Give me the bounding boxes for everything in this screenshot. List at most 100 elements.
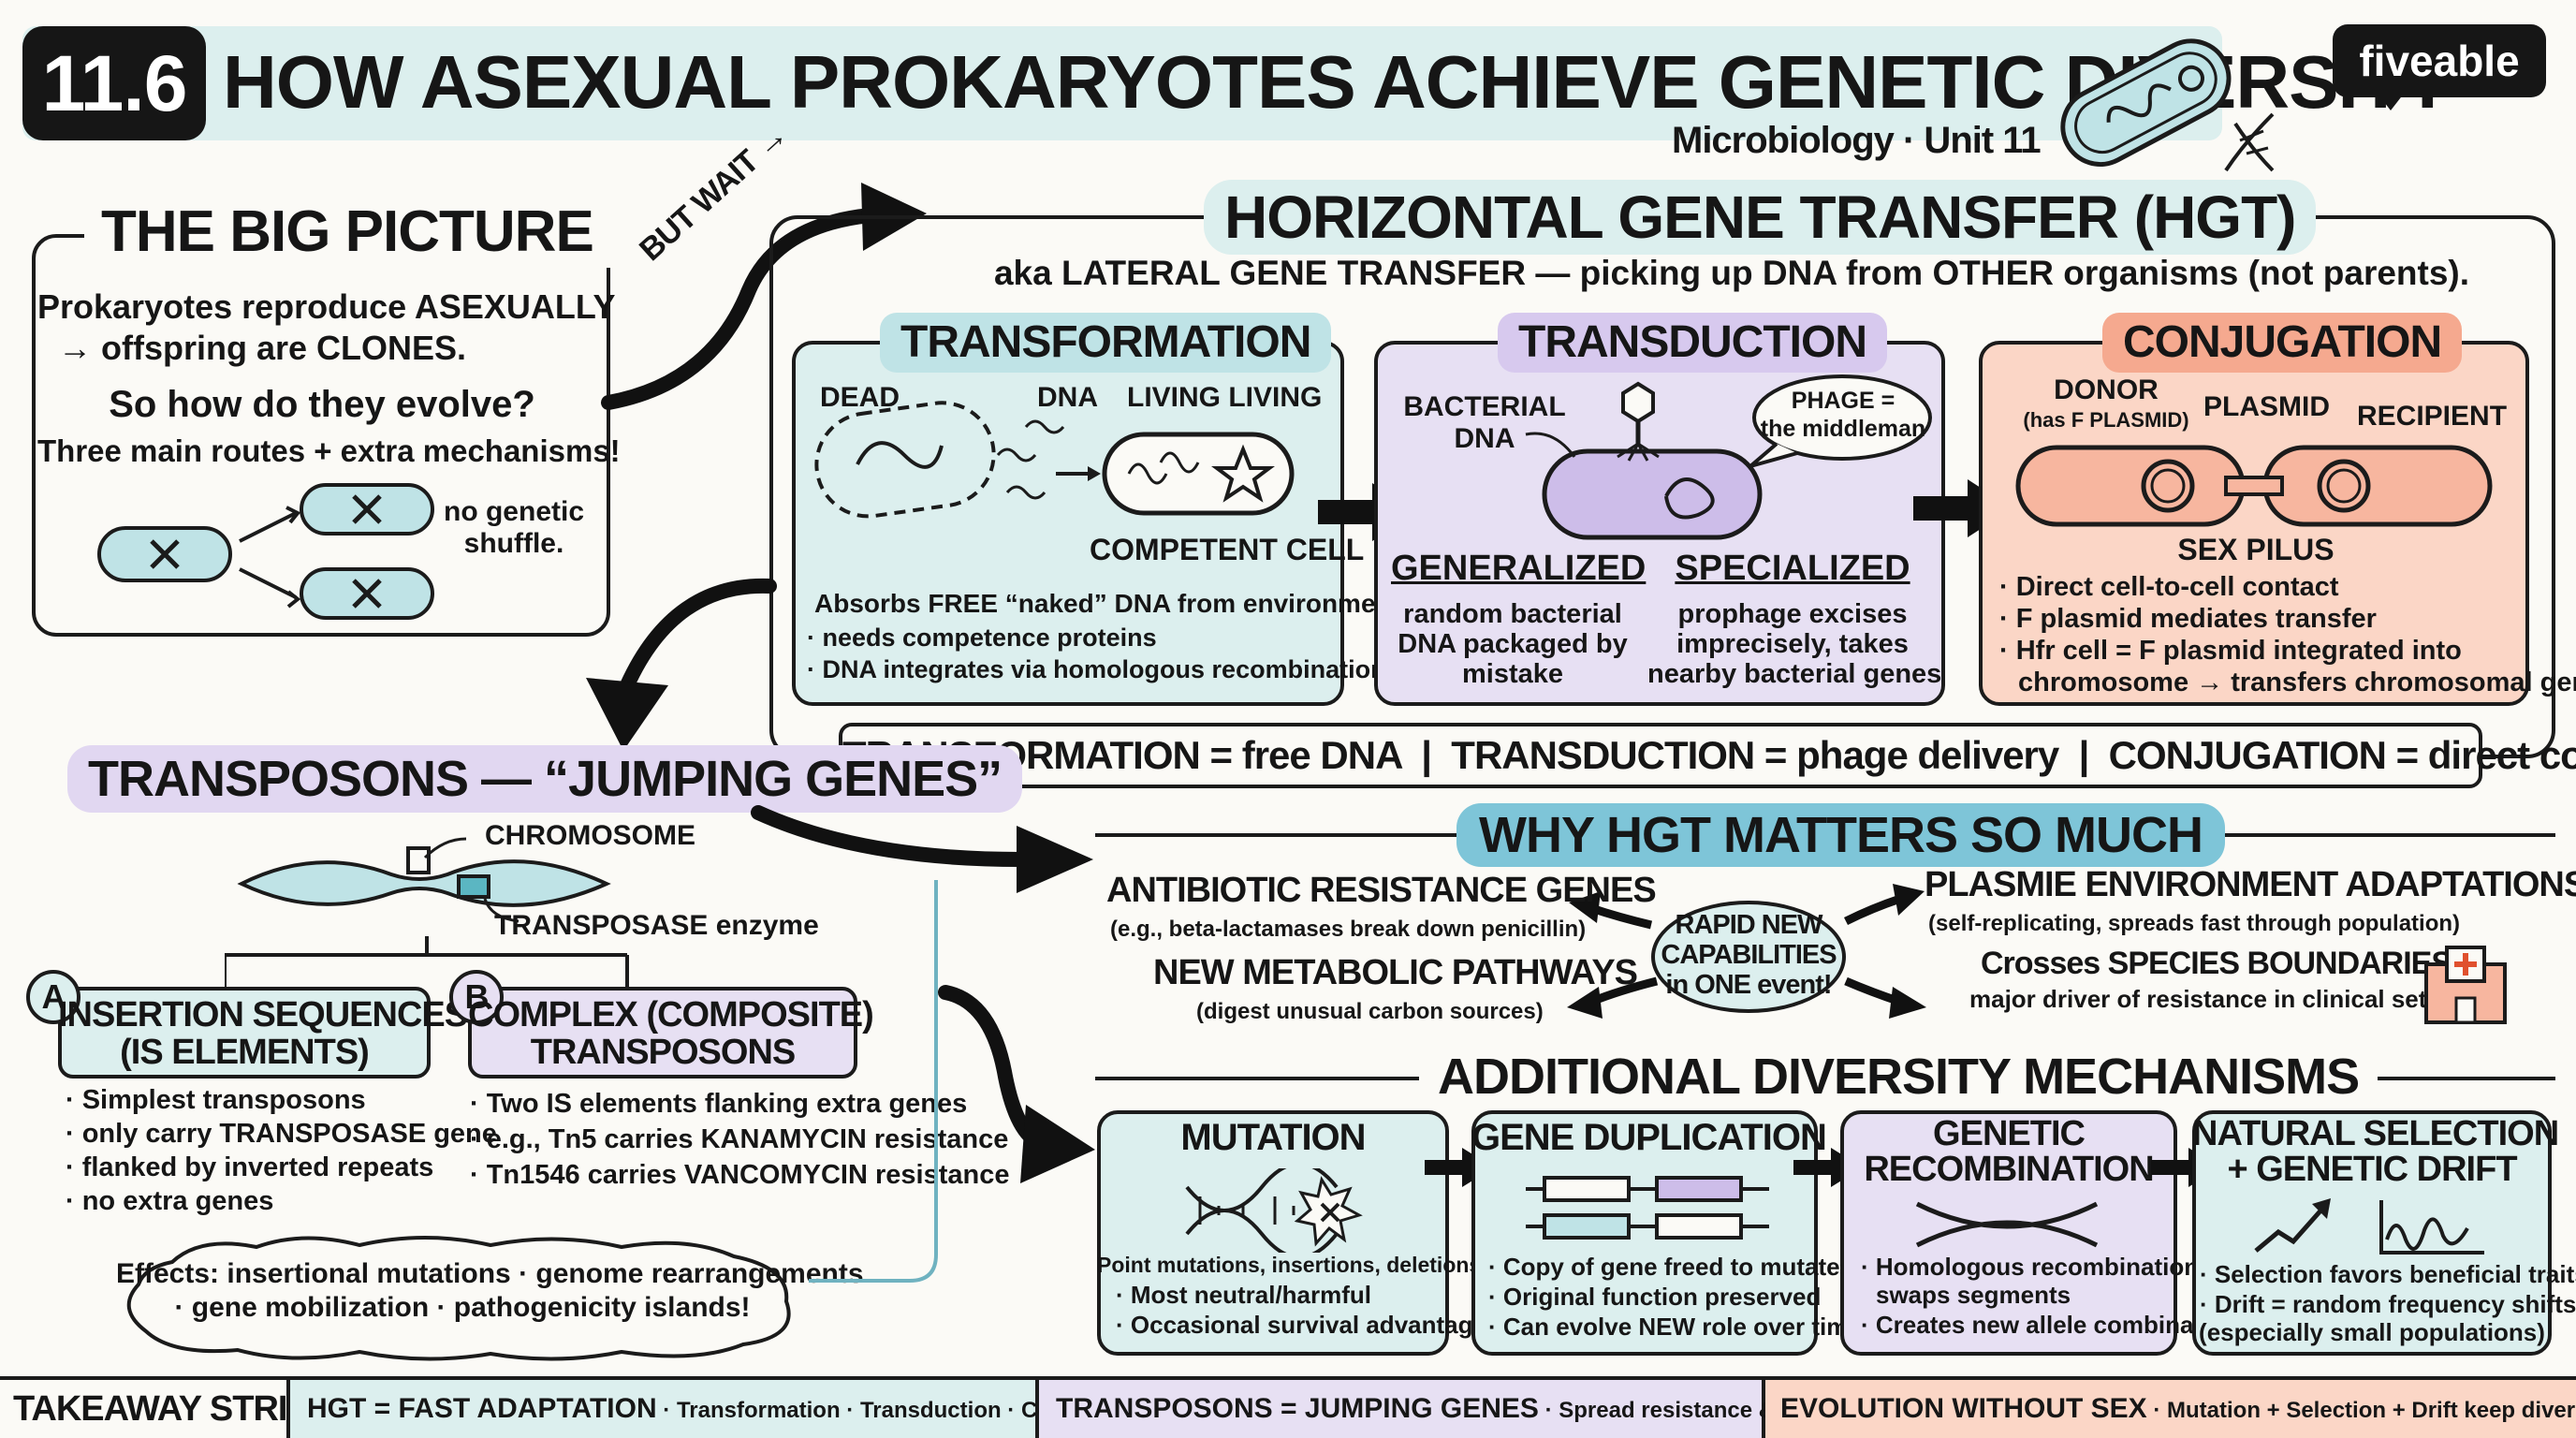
big-picture-line1: Prokaryotes reproduce ASEXUALLY [37, 287, 616, 326]
transformation-bullet-1: · needs competence proteins [807, 624, 1157, 652]
label-bacterial-dna: DNA [1454, 423, 1515, 454]
label-donor: DONOR [2054, 374, 2159, 405]
selection-bullet-3: (especially small populations) [2199, 1318, 2545, 1346]
mutation-bullet-2: · Occasional survival advantage [1116, 1311, 1486, 1339]
composite-bullet-2: · e.g., Tn5 carries KANAMYCIN resistance [470, 1124, 1009, 1154]
label-bacterial: BACTERIAL [1403, 391, 1566, 422]
composite-letter: B [449, 970, 504, 1024]
chromosome-diagram [237, 837, 611, 923]
hospital-icon [2424, 946, 2507, 1024]
bubble-line2: the middleman [1760, 416, 1926, 442]
why-antibiotic-sub: (e.g., beta-lactamases break down penici… [1110, 917, 1587, 942]
selection-title-2: + GENETIC DRIFT [2227, 1150, 2517, 1189]
effects-cloud [126, 1236, 791, 1361]
duplication-card [1471, 1110, 1818, 1356]
arrow-to-additional [938, 985, 1095, 1183]
label-sex-pilus: SEX PILUS [2177, 533, 2334, 566]
why-metabolic-title: NEW METABOLIC PATHWAYS [1153, 953, 1638, 992]
gene-duplication-icon [1526, 1176, 1769, 1240]
is-elements-title-1: INSERTION SEQUENCES [58, 995, 468, 1034]
label-dead: DEAD [820, 382, 900, 413]
why-center-2: CAPABILITIES [1661, 940, 1837, 970]
big-picture-question: So how do they evolve? [109, 384, 535, 425]
mutation-card [1097, 1110, 1449, 1356]
transduction-title: TRANSDUCTION [1498, 313, 1887, 373]
page-subtitle: Microbiology · Unit 11 [1672, 120, 2042, 161]
selection-bullet-2: · Drift = random frequency shifts [2200, 1290, 2576, 1318]
mutation-line1: Point mutations, insertions, deletions [1097, 1253, 1482, 1277]
big-picture-title: THE BIG PICTURE [84, 197, 610, 268]
takeaway-3-bold: EVOLUTION WITHOUT SEX [1780, 1393, 2147, 1424]
why-species-title: Crosses SPECIES BOUNDARIES → [1981, 946, 2491, 981]
specialized-title: SPECIALIZED [1675, 549, 1910, 588]
big-picture-line4: Three main routes + extra mechanisms! [37, 433, 621, 468]
conjugation-bullet-3: · Hfr cell = F plasmid integrated into [1999, 636, 2462, 666]
mutation-bullet-1: · Most neutral/harmful [1116, 1281, 1372, 1309]
clone-cells-diagram [97, 483, 434, 620]
transposons-title: TRANSPOSONS — “JUMPING GENES” [67, 745, 1023, 813]
label-donor-sub: (has F PLASMID) [2023, 408, 2189, 432]
is-elements-card [58, 987, 431, 1078]
why-center-oval [1651, 901, 1846, 1013]
label-chromosome: CHROMOSOME [485, 820, 695, 851]
recombination-title-2: RECOMBINATION [1864, 1150, 2154, 1189]
generalized-title: GENERALIZED [1391, 549, 1647, 588]
conjugation-bullet-2: · F plasmid mediates transfer [1999, 604, 2377, 634]
big-picture-line2: → offspring are CLONES. [57, 329, 467, 367]
takeaway-divider [286, 1380, 290, 1438]
transposon-tree-lines [225, 936, 629, 1002]
conjugation-diagram [2015, 445, 2493, 527]
recombination-title-1: GENETIC [1933, 1114, 2086, 1153]
takeaway-2-bold: TRANSPOSONS = JUMPING GENES [1056, 1393, 1539, 1424]
selection-card [2192, 1110, 2552, 1356]
specialized-desc-1: prophage excises [1677, 599, 1908, 629]
label-transposase: TRANSPOSASE enzyme [494, 910, 819, 941]
is-bullet-3: · flanked by inverted repeats [66, 1152, 434, 1182]
phage-icon [1617, 381, 1660, 462]
selection-drift-icon [2254, 1198, 2484, 1255]
mutation-title: MUTATION [1180, 1117, 1366, 1158]
takeaway-label: TAKEAWAY STRIP [13, 1389, 311, 1429]
why-center-3: in ONE event! [1665, 970, 1832, 1000]
takeaway-segment-3: EVOLUTION WITHOUT SEX · Mutation + Selec… [1765, 1380, 2576, 1438]
hgt-summary-bar: TRANSFORMATION = free DNA | TRANSDUCTION… [839, 723, 2576, 788]
generalized-desc-1: random bacterial [1403, 599, 1622, 629]
generalized-desc-2: DNA packaged by [1398, 629, 1628, 659]
specialized-desc-3: nearby bacterial genes [1647, 659, 1942, 689]
fiveable-logo[interactable]: fiveable [2333, 24, 2546, 97]
recombination-bullet-1: · Homologous recombination [1861, 1253, 2200, 1281]
arrow-to-transposons [586, 578, 777, 751]
header-banner [22, 26, 2222, 140]
duplication-bullet-2: · Original function preserved [1488, 1283, 1822, 1311]
takeaway-1-bold: HGT = FAST ADAPTATION [307, 1393, 657, 1424]
why-plasmid-title: PLASMIE ENVIRONMENT ADAPTATIONS [1925, 865, 2576, 904]
why-arrows [1567, 884, 1926, 1019]
why-title: WHY HGT MATTERS SO MUCH [1456, 803, 2225, 867]
transformation-title: TRANSFORMATION [880, 313, 1332, 373]
duplication-bullet-3: · Can evolve NEW role over time [1488, 1313, 1862, 1341]
recombination-card [1840, 1110, 2177, 1356]
composite-transposons-card [468, 987, 857, 1078]
section-badge: 11.6 [22, 26, 206, 140]
label-plasmid: PLASMID [2203, 391, 2330, 422]
transformation-bullet-2: · DNA integrates via homologous recombin… [807, 655, 1386, 683]
hgt-subtitle: aka LATERAL GENE TRANSFER — picking up D… [993, 254, 2470, 292]
why-metabolic-sub: (digest unusual carbon sources) [1196, 999, 1544, 1024]
recombination-bullet-3: · Creates new allele combinations [1861, 1311, 2252, 1339]
transformation-desc: Absorbs FREE “naked” DNA from environmen… [814, 589, 1400, 618]
dna-mutation-icon [1185, 1168, 1363, 1253]
duplication-title: GENE DUPLICATION [1471, 1117, 1827, 1158]
recombination-icon [1915, 1201, 2099, 1248]
composite-bullet-1: · Two IS elements flanking extra genes [470, 1089, 968, 1119]
label-dna: DNA [1037, 382, 1098, 413]
connector-line [809, 880, 938, 1283]
bacterium-icon [2060, 38, 2275, 172]
label-competent-cell: COMPETENT CELL [1090, 533, 1365, 566]
bubble-line1: PHAGE = [1791, 388, 1895, 414]
transformation-diagram [814, 401, 1295, 519]
composite-bullet-3: · Tn1546 carries VANCOMYCIN resistance [470, 1160, 1010, 1190]
why-antibiotic-title: ANTIBIOTIC RESISTANCE GENES [1106, 871, 1657, 910]
is-bullet-4: · no extra genes [66, 1186, 274, 1216]
label-recipient: RECIPIENT [2357, 401, 2508, 432]
conjugation-bullet-4: chromosome → transfers chromosomal genes [2018, 668, 2576, 697]
